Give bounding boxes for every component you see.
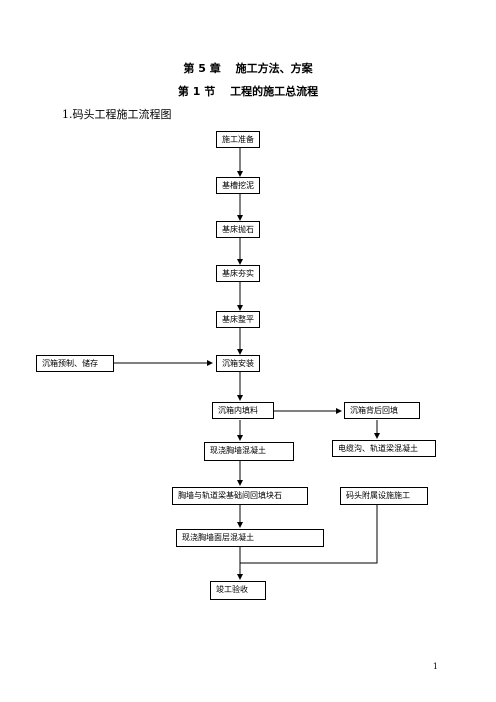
step-caisson-prefab: 沉箱预制、储存 xyxy=(36,355,114,372)
step-caisson-install: 沉箱安装 xyxy=(216,355,260,372)
step-rock-backfill: 胸墙与轨道梁基础间回填块石 xyxy=(172,487,308,505)
step-caisson-fill: 沉箱内填料 xyxy=(212,402,274,419)
step-bed-tamping: 基床夯实 xyxy=(216,265,260,282)
step-completion-acceptance: 竣工验收 xyxy=(210,581,266,600)
step-bed-riprap: 基床抛石 xyxy=(216,221,260,238)
step-ancillary-facilities: 码头附属设施施工 xyxy=(340,487,428,505)
step-trench-dredging: 基槽挖泥 xyxy=(216,177,260,194)
step-caisson-backfill: 沉箱背后回填 xyxy=(344,402,420,419)
step-bed-leveling: 基床整平 xyxy=(216,311,260,328)
flowchart-subtitle: 1.码头工程施工流程图 xyxy=(62,108,172,121)
step-surface-concrete: 现浇胸墙面层混凝土 xyxy=(176,529,324,547)
step-construction-prep: 施工准备 xyxy=(216,131,260,148)
chapter-title: 第 5 章 施工方法、方案 xyxy=(183,62,313,75)
section-title: 第 1 节 工程的施工总流程 xyxy=(177,85,319,98)
page-number: 1 xyxy=(432,662,438,671)
line-facilities-to-merge xyxy=(240,505,378,564)
step-cast-breastwall: 现浇胸墙混凝土 xyxy=(204,442,294,461)
step-cable-trench-beam: 电缆沟、轨道梁混凝土 xyxy=(332,440,436,457)
